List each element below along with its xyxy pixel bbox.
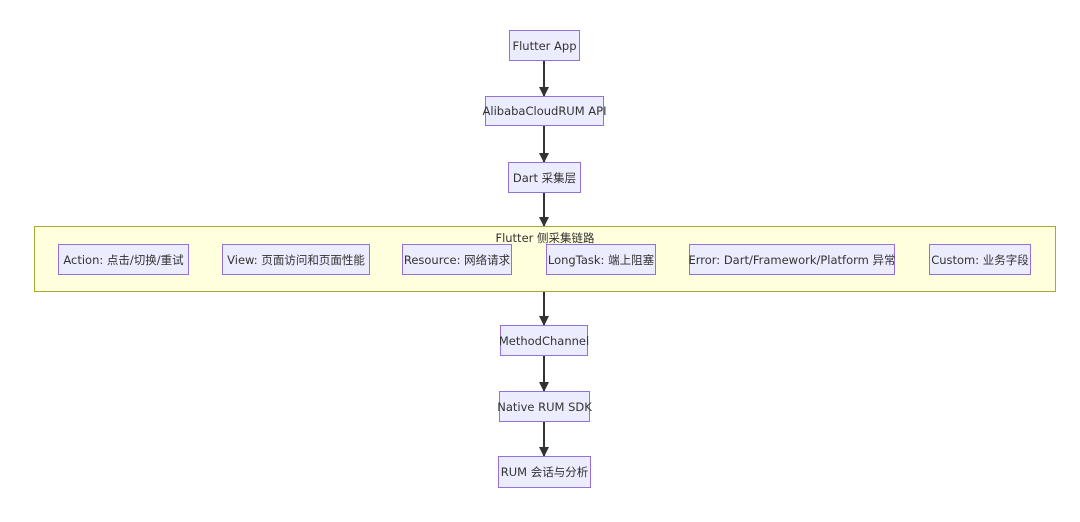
node-dart-layer: Dart 采集层 [508,162,581,193]
node-native-sdk: Native RUM SDK [497,391,592,422]
node-error: Error: Dart/Framework/Platform 异常 [688,244,896,275]
node-rum-api: AlibabaCloudRUM API [483,96,607,126]
node-longtask: LongTask: 端上阻塞 [546,244,656,275]
node-flutter-app: Flutter App [509,30,580,61]
node-method-channel: MethodChannel [499,325,589,356]
node-resource: Resource: 网络请求 [402,244,512,275]
node-view: View: 页面访问和页面性能 [222,244,370,275]
node-action: Action: 点击/切换/重试 [58,244,189,275]
node-rum-session: RUM 会话与分析 [498,456,591,488]
cluster-title: Flutter 侧采集链路 [495,231,595,245]
node-custom: Custom: 业务字段 [929,244,1031,275]
